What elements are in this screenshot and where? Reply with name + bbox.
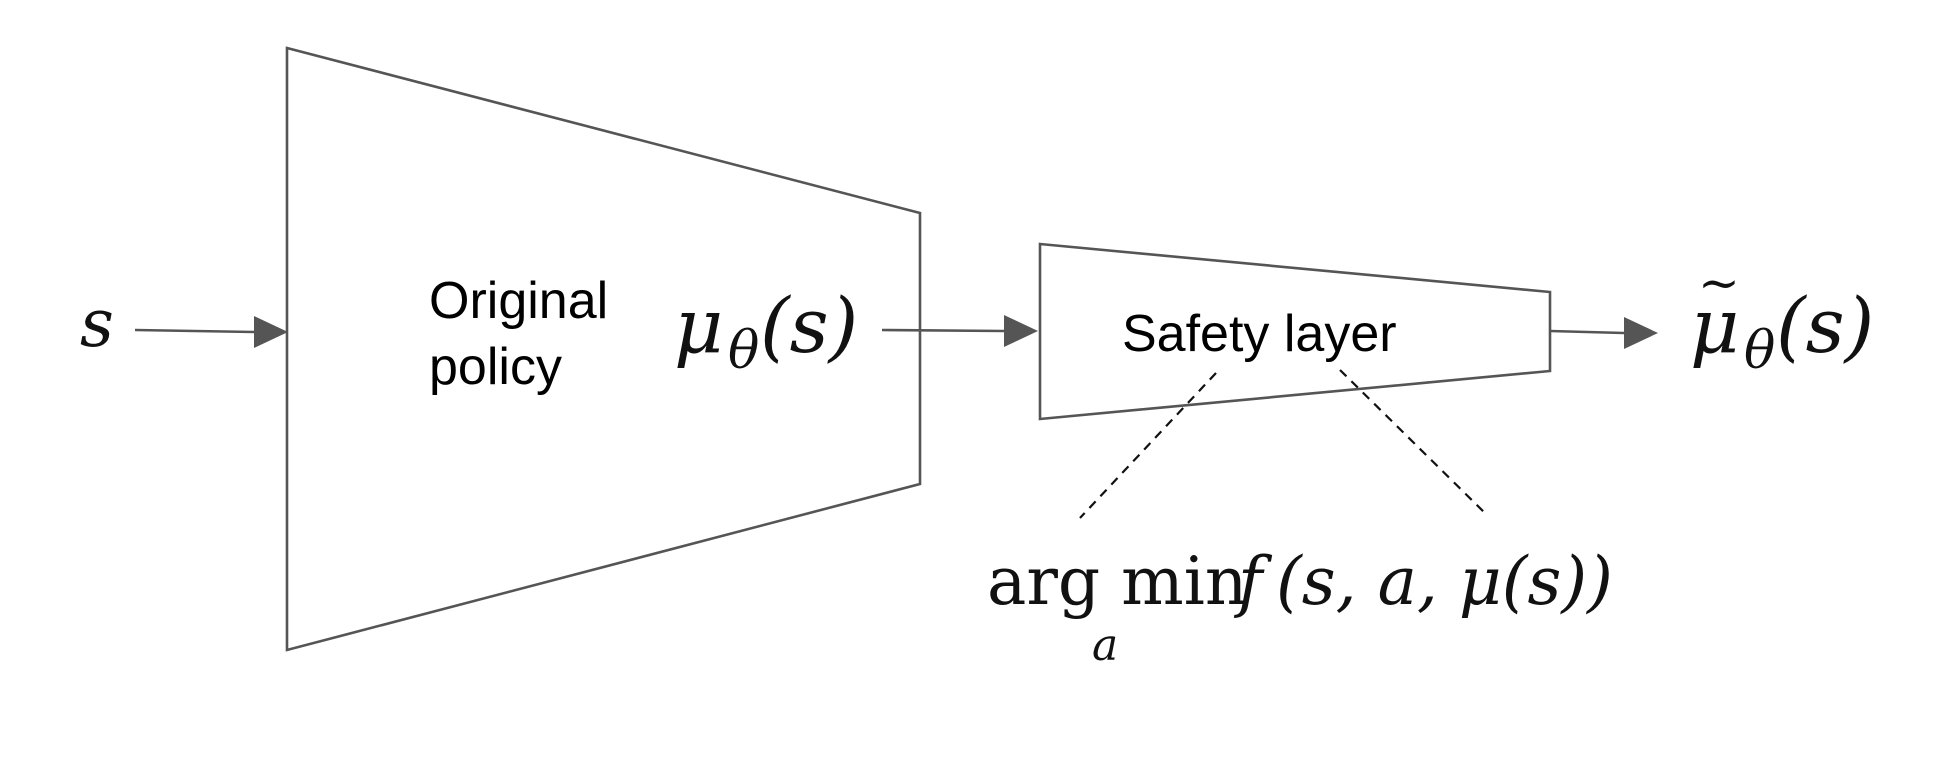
callout-line-left <box>1079 372 1217 519</box>
callout-line-right <box>1339 369 1489 517</box>
arrow-safety-to-output <box>1549 317 1658 349</box>
output-argument: (s) <box>1776 281 1874 370</box>
final-output-expression: ~ μ θ (s) <box>1690 254 1874 381</box>
input-symbol: s <box>80 285 114 362</box>
arrow-input-to-policy <box>134 316 288 348</box>
policy-output-mu: μ <box>674 281 723 370</box>
original-policy-block <box>285 46 922 652</box>
output-tilde: ~ <box>1698 254 1740 312</box>
policy-output-theta: θ <box>728 321 759 381</box>
original-policy-label-line1: Original <box>429 272 608 330</box>
formula-function: f <box>1233 543 1273 620</box>
formula-operator: arg min <box>987 543 1247 620</box>
original-policy-label-line2: policy <box>429 338 562 396</box>
output-theta: θ <box>1744 321 1775 381</box>
output-mu: μ <box>1690 281 1739 370</box>
safety-layer-block <box>1038 242 1552 421</box>
formula-subscript: a <box>1092 620 1118 671</box>
arrow-policy-to-safety <box>881 315 1038 347</box>
policy-output-argument: (s) <box>760 281 858 370</box>
formula-arguments: (s, a, μ(s)) <box>1276 543 1613 620</box>
safety-layer-formula: arg min a f (s, a, μ(s)) <box>987 543 1613 671</box>
policy-output-expression: μ θ (s) <box>674 281 858 381</box>
safety-layer-label: Safety layer <box>1122 305 1397 363</box>
